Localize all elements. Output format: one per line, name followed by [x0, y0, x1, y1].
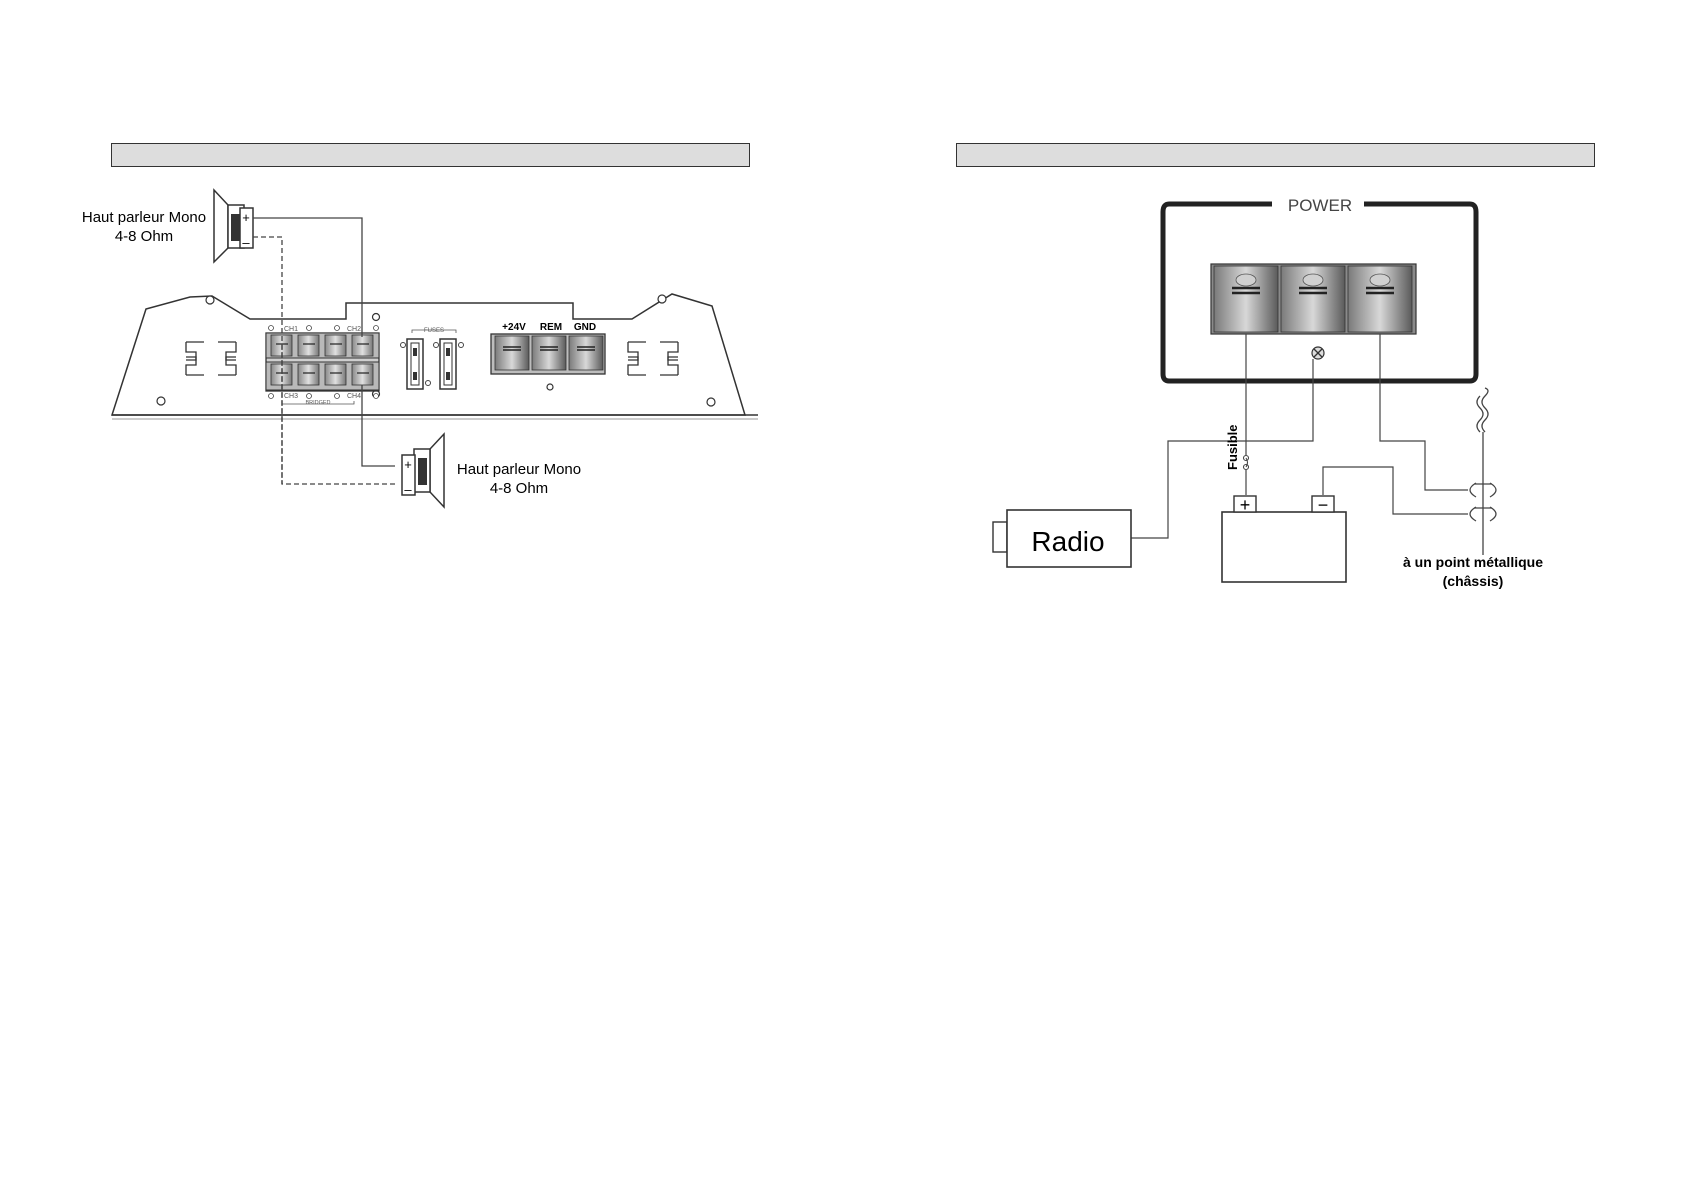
battery-plus: +: [1240, 495, 1251, 515]
amplifier-diagram: + – Haut parleur Mono 4-8 Ohm: [82, 190, 758, 507]
fuse-symbol: [1244, 456, 1249, 470]
ch1-label: CH1: [284, 326, 298, 333]
radio-label: Radio: [1031, 526, 1104, 557]
speaker-top-label-1: Haut parleur Mono: [82, 209, 206, 226]
speaker-top-plus: +: [242, 210, 250, 225]
power-label: POWER: [1288, 196, 1352, 215]
amplifier-body: [112, 294, 745, 415]
ch4-label: CH4: [347, 393, 361, 400]
ground-label-2: (châssis): [1443, 573, 1504, 589]
ch3-label: CH3: [284, 393, 298, 400]
ground-label-1: à un point métallique: [1403, 554, 1543, 570]
battery-minus: −: [1318, 495, 1329, 515]
speaker-top-minus: –: [242, 235, 250, 250]
bridged-label: BRIDGED: [305, 400, 330, 406]
speaker-bottom-label-2: 4-8 Ohm: [490, 480, 548, 497]
power-wiring-diagram: POWER: [993, 195, 1543, 589]
fuse-label: Fusible: [1225, 424, 1240, 470]
speaker-top: + –: [214, 190, 253, 262]
frame-screw: [1312, 347, 1324, 359]
speaker-bottom-minus: –: [404, 482, 412, 497]
power-terminals: [1211, 264, 1416, 334]
gnd-label: GND: [574, 322, 596, 333]
speaker-bottom-label-1: Haut parleur Mono: [457, 461, 581, 478]
ground-connector: [1470, 388, 1496, 555]
plus24v-label: +24V: [502, 322, 526, 333]
speaker-bottom-plus: +: [404, 457, 412, 472]
speaker-top-label-2: 4-8 Ohm: [115, 228, 173, 245]
speaker-bottom: + –: [402, 434, 444, 507]
rem-label: REM: [540, 322, 562, 333]
fuses-label: FUSES: [424, 328, 444, 334]
ch2-label: CH2: [347, 326, 361, 333]
power-terminal-block: [491, 334, 605, 374]
